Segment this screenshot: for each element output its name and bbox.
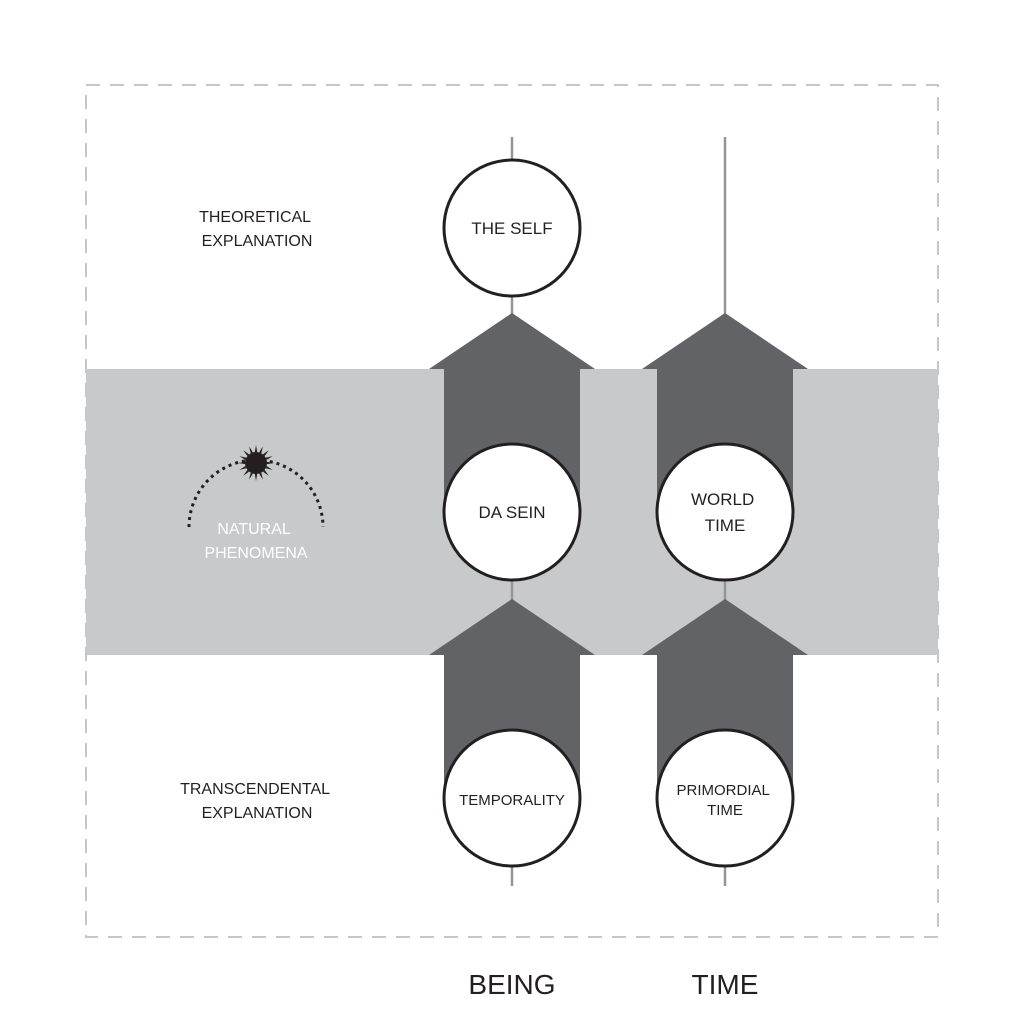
sun-ray bbox=[266, 461, 274, 465]
node-world-time-label: WORLD TIME bbox=[691, 490, 759, 535]
sun-icon bbox=[187, 445, 325, 528]
node-the-self-label: THE SELF bbox=[471, 219, 552, 238]
node-the-self-circle bbox=[442, 158, 582, 298]
sun-ray bbox=[239, 466, 247, 470]
node-world-time-circle bbox=[655, 442, 795, 582]
sun-ray bbox=[262, 469, 269, 476]
node-primordial-time-label: PRIMORDIAL TIME bbox=[677, 782, 774, 819]
sun-ray bbox=[259, 446, 263, 454]
node-da-sein-label: DA SEIN bbox=[478, 503, 545, 522]
sun-ray bbox=[249, 446, 253, 454]
node-primordial-time-circle bbox=[655, 728, 795, 868]
sun-ray bbox=[262, 450, 269, 457]
sun-ray bbox=[259, 472, 263, 480]
natural-phenomena-label: NATURAL PHENOMENA bbox=[204, 521, 307, 562]
node-temporality-label: TEMPORALITY bbox=[459, 792, 565, 809]
theoretical-explanation-label: THEORETICAL EXPLANATION bbox=[199, 209, 315, 250]
sun-ray bbox=[239, 456, 247, 460]
sun-ray bbox=[254, 473, 258, 481]
transcendental-explanation-label: TRANSCENDENTAL EXPLANATION bbox=[180, 781, 334, 822]
sun-ray bbox=[243, 450, 250, 457]
sun-ray bbox=[265, 466, 273, 470]
sun-ray bbox=[238, 461, 246, 465]
node-da-sein-circle bbox=[442, 442, 582, 582]
sun-ray bbox=[254, 445, 258, 453]
being-column-label: BEING bbox=[468, 969, 555, 1000]
sun-ray bbox=[249, 472, 253, 480]
sun-ray bbox=[265, 456, 273, 460]
sun-ray bbox=[243, 469, 250, 476]
node-temporality-circle bbox=[442, 728, 582, 868]
time-column-label: TIME bbox=[692, 969, 759, 1000]
